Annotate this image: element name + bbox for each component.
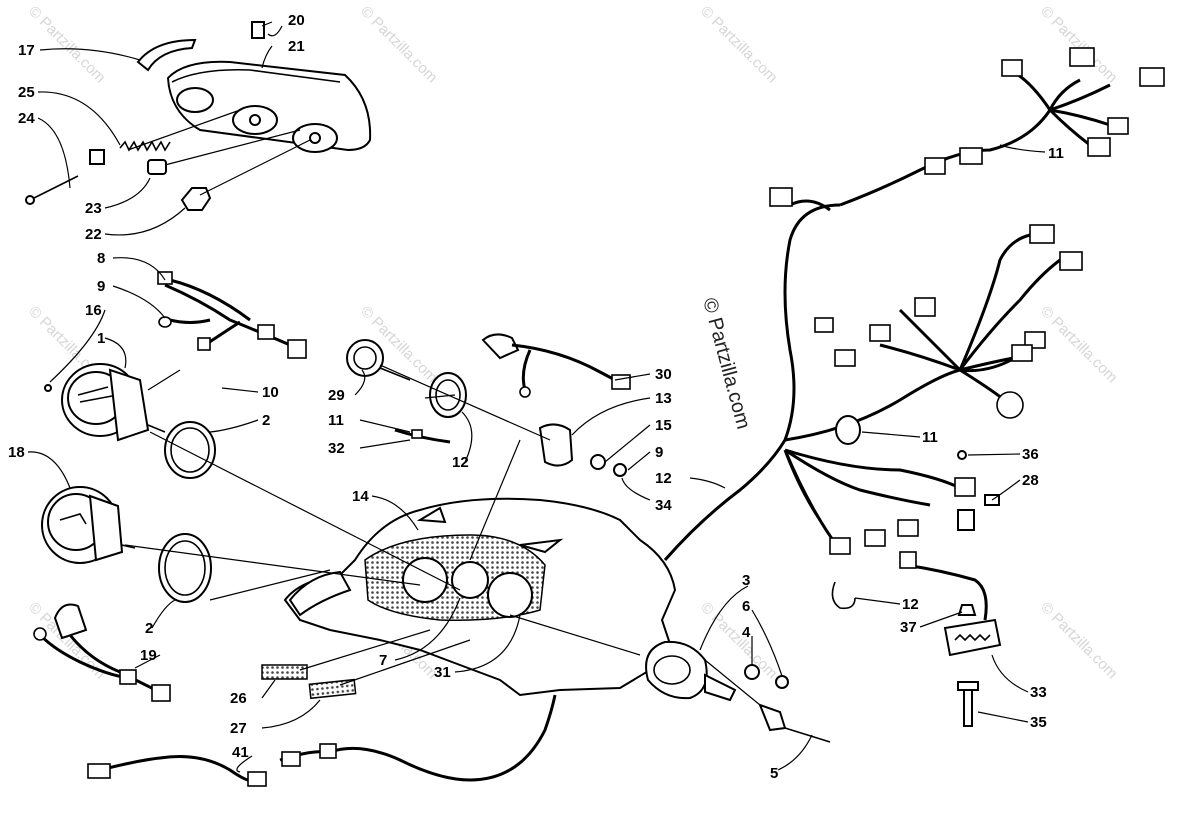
callout-labels: 17 20 21 25 24 23 22 8 9 16 1 10 2 18 2 … xyxy=(8,12,1064,782)
alignment-line xyxy=(424,394,456,399)
callout-16: 13 xyxy=(655,390,672,407)
callout-20: 17 xyxy=(18,42,35,59)
watermark: © Partzilla.com xyxy=(697,3,780,86)
harness-41 xyxy=(87,694,557,787)
grommet xyxy=(835,415,861,445)
gauge-harness xyxy=(157,271,307,359)
callout-40: 37 xyxy=(900,619,917,636)
leader-lines xyxy=(27,21,1046,773)
decal xyxy=(261,664,308,680)
alignment-line xyxy=(209,569,331,601)
callout-41: 41 xyxy=(232,744,249,761)
callout-13: 11 xyxy=(1048,145,1064,162)
callout-29: 26 xyxy=(230,690,247,707)
alignment-line xyxy=(299,629,431,671)
callout-38: 35 xyxy=(1030,714,1047,731)
watermark: © Partzilla.com xyxy=(1037,3,1120,86)
callout-1: 1 xyxy=(97,330,105,347)
callout-9: 9 xyxy=(97,278,105,295)
alignment-line xyxy=(149,431,461,591)
callout-14: 12 xyxy=(655,470,672,487)
voltage-regulator xyxy=(943,604,1002,727)
callout-11: 10 xyxy=(262,384,279,401)
bezel-ring xyxy=(158,533,212,603)
callout-24: 21 xyxy=(288,38,305,55)
callout-27: 24 xyxy=(18,110,35,127)
callout-18: 15 xyxy=(655,417,672,434)
callout-37: 34 xyxy=(655,497,672,514)
screw xyxy=(957,450,967,460)
callout-10: 9 xyxy=(655,444,663,461)
speedo-cable xyxy=(645,640,831,743)
callout-19: 16 xyxy=(85,302,102,319)
callout-21: 18 xyxy=(8,444,25,461)
callout-30: 27 xyxy=(230,720,247,737)
watermark: © Partzilla.com xyxy=(1037,303,1120,386)
callout-2: 2 xyxy=(145,620,153,637)
callout-31: 28 xyxy=(1022,472,1039,489)
callout-28: 25 xyxy=(18,84,35,101)
watermark-center: © Partzilla.com xyxy=(698,296,754,432)
callout-3: 3 xyxy=(742,572,750,589)
terminal xyxy=(411,429,423,439)
alignment-line xyxy=(469,439,521,561)
callout-11: 11 xyxy=(328,412,344,429)
callout-26: 23 xyxy=(85,200,102,217)
alignment-line xyxy=(509,614,641,656)
watermark: © Partzilla.com xyxy=(25,3,108,86)
alignment-line xyxy=(339,639,471,686)
decal xyxy=(308,678,357,700)
callout-17: 14 xyxy=(352,488,369,505)
switch-components xyxy=(346,333,631,477)
alignment-line xyxy=(124,544,421,586)
dash-panel xyxy=(283,497,677,697)
callout-25: 22 xyxy=(85,226,102,243)
callout-5: 5 xyxy=(770,765,778,782)
gauge-21 xyxy=(41,486,136,564)
connector xyxy=(957,509,975,531)
callout-23: 20 xyxy=(288,12,305,29)
main-wiring-harness xyxy=(663,47,1165,621)
watermark: © Partzilla.com xyxy=(1037,599,1120,682)
gauge-1 xyxy=(44,363,166,442)
grommet xyxy=(831,581,856,610)
callout-6: 6 xyxy=(742,598,750,615)
callout-12: 11 xyxy=(922,429,938,446)
alignment-line xyxy=(379,364,551,441)
alignment-line xyxy=(147,369,181,391)
headlight-assembly xyxy=(25,21,372,211)
callout-4: 4 xyxy=(742,624,751,641)
callout-22: 19 xyxy=(140,647,157,664)
callout-8: 8 xyxy=(97,250,105,267)
callout-2: 2 xyxy=(262,412,270,429)
watermark: © Partzilla.com xyxy=(357,3,440,86)
callout-39: 36 xyxy=(1022,446,1039,463)
callout-15: 12 xyxy=(452,454,469,471)
bulb-harness xyxy=(33,603,171,702)
bezel-ring xyxy=(164,421,216,479)
callout-33: 30 xyxy=(655,366,672,383)
callout-32: 29 xyxy=(328,387,345,404)
callout-35: 32 xyxy=(328,440,345,457)
callout-12: 12 xyxy=(902,596,919,613)
callout-34: 31 xyxy=(434,664,451,681)
callout-7: 7 xyxy=(379,652,387,669)
callout-36: 33 xyxy=(1030,684,1047,701)
